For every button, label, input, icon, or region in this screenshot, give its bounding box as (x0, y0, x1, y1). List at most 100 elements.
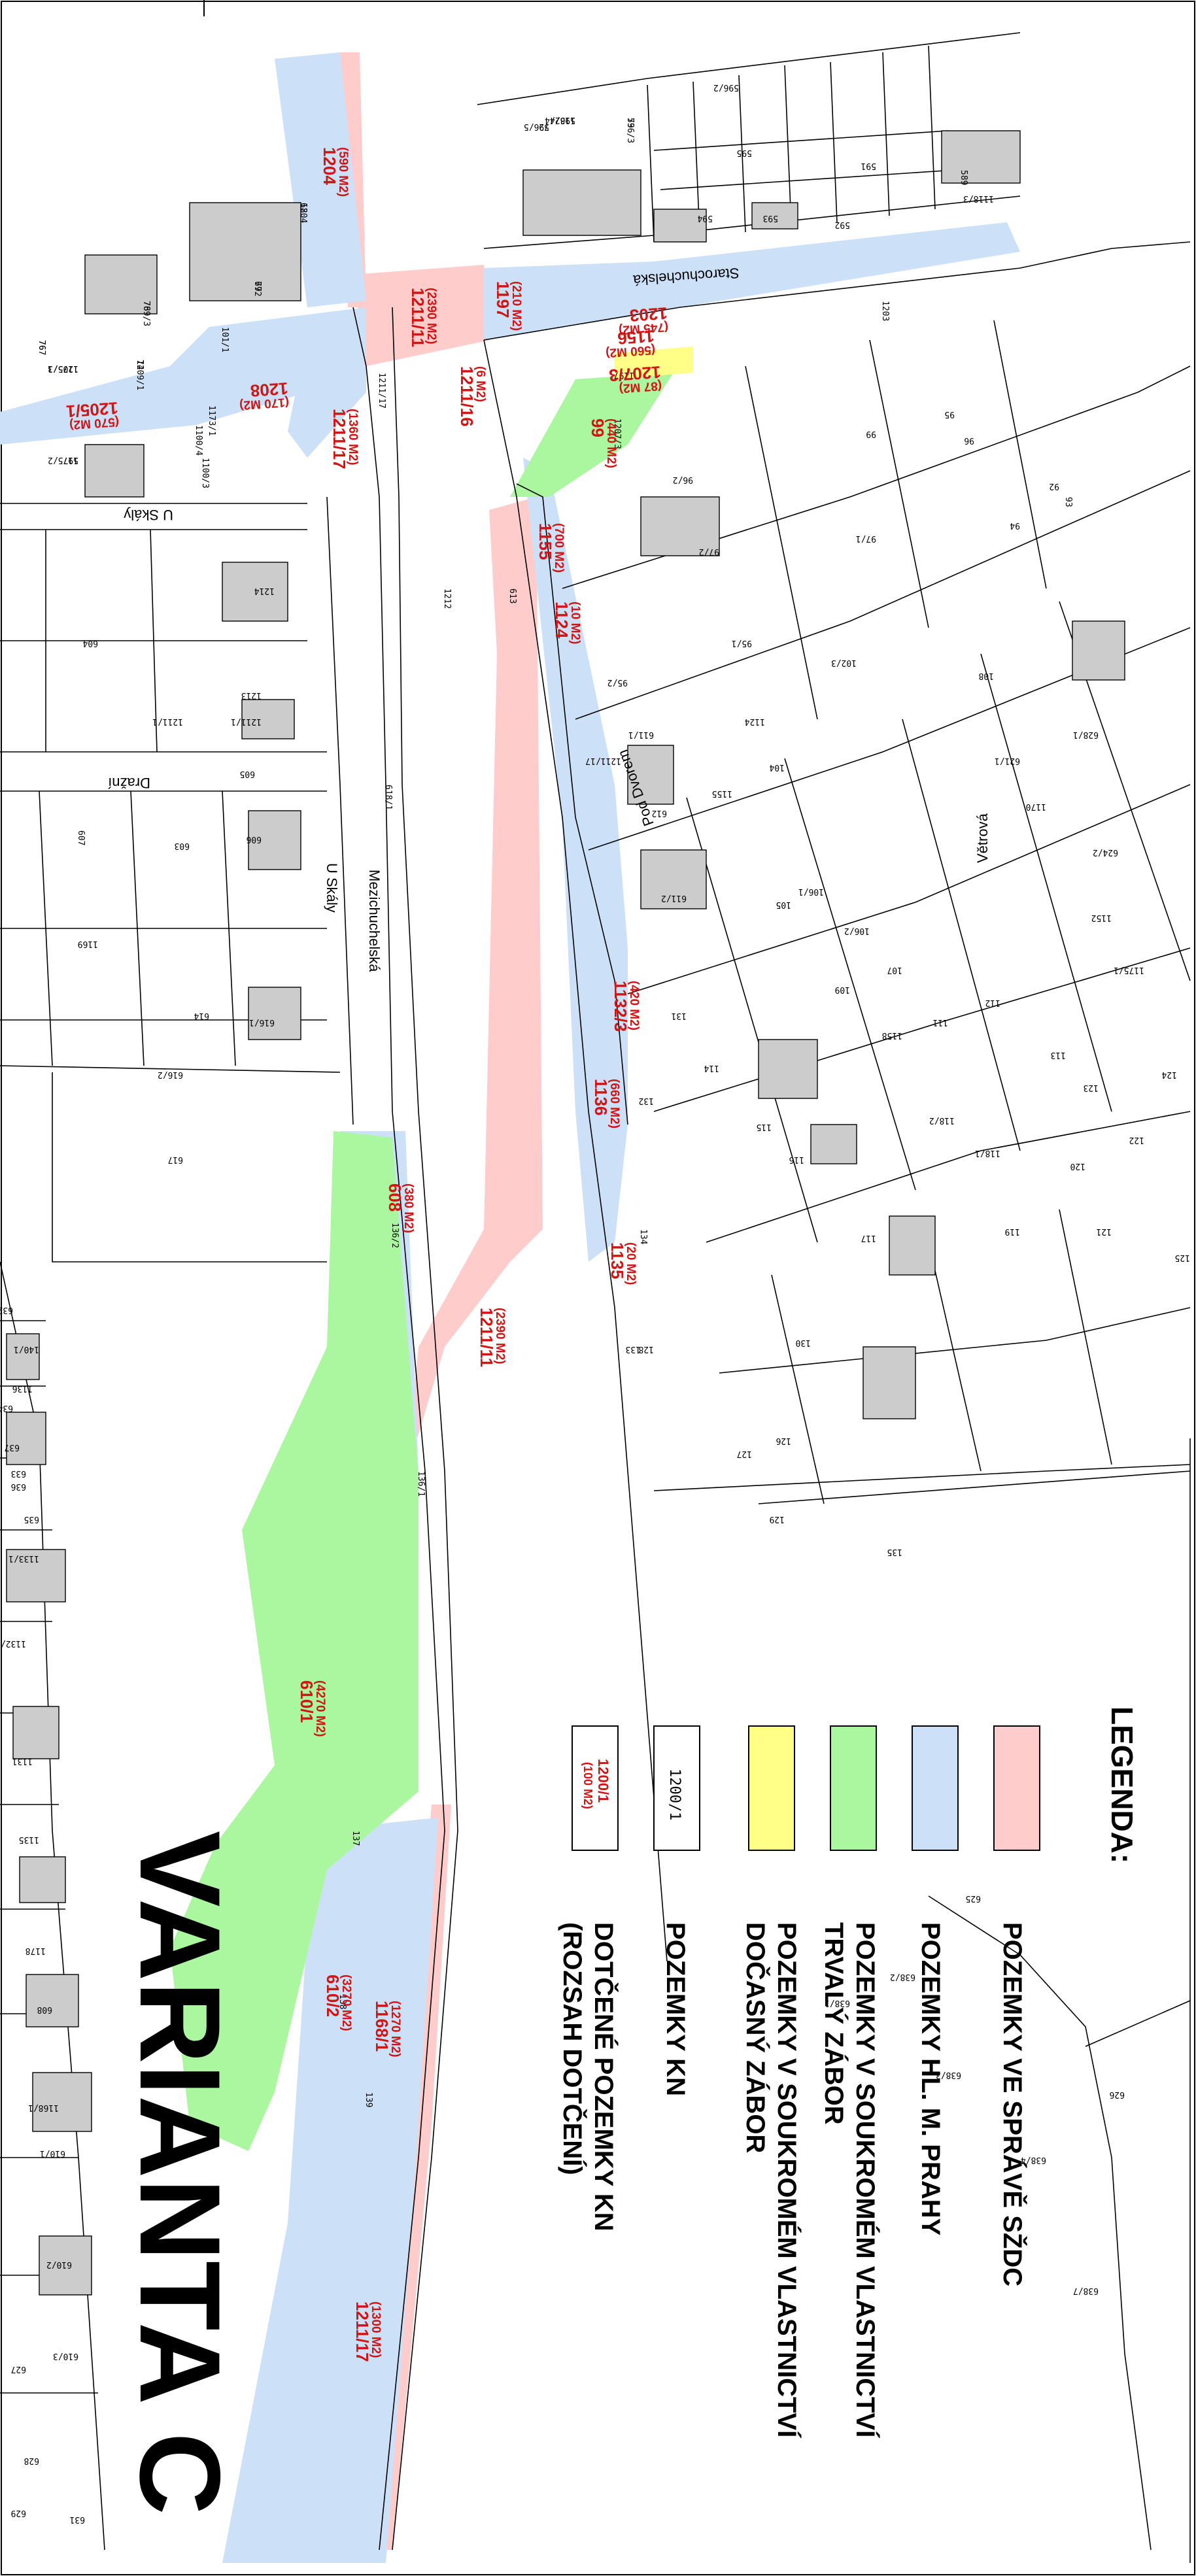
affected-parcel-p1204: 1204(590 M2) (320, 147, 350, 197)
parcel-number: 1204 (298, 203, 308, 223)
parcel-number: 1211/17 (377, 373, 386, 409)
boundary (686, 797, 818, 1243)
affected-parcel-area: (1360 M2) (346, 409, 360, 466)
zone-praha-1205-1208 (0, 307, 366, 445)
building (84, 444, 145, 498)
legend-label-kn: POZEMKY KN (661, 1922, 690, 2096)
affected-parcel-area: (2390 M2) (424, 288, 438, 345)
parcel-number: 117 (861, 1233, 876, 1243)
zone-szdc-1211-11-top (353, 265, 490, 366)
legend-swatch-kn (653, 1725, 700, 1851)
parcel-number: 116 (789, 1155, 804, 1164)
parcel-number: 595 (737, 148, 752, 158)
parcel-number: 625 (966, 1893, 981, 1903)
parcel-number: 135 (887, 1547, 902, 1557)
street-label-u-skaly-top: U Skály (124, 507, 173, 523)
parcel-number: 118/2 (929, 1115, 955, 1125)
affected-parcel-number: 610/2 (323, 1974, 343, 2017)
parcel-number: 629 (11, 2508, 26, 2518)
legend-item-docasny: POZEMKY V SOUKROMÉM VLASTNICTVÍ DOČASNÝ … (741, 1725, 802, 2438)
parcel-number: 111 (933, 1017, 948, 1027)
parcel-number: 112 (985, 998, 1000, 1008)
parcel-number: 138 (337, 1994, 347, 2009)
affected-parcel-p99: 99(440 M2) (588, 418, 618, 468)
parcel-number: 106/1 (798, 887, 824, 896)
building (627, 745, 674, 805)
building (241, 699, 295, 739)
parcel-number: 1209/1 (135, 360, 145, 390)
parcel-number: 628 (24, 2456, 39, 2466)
parcel-number: 130 (796, 1338, 811, 1347)
legend-sample-dotcene-area: (100 M2) (581, 1762, 594, 1809)
parcel-number: 596/4 (550, 115, 575, 125)
parcel-number: 124 (1161, 1070, 1177, 1079)
street-label-mezichuchelska: Mezichuchelská (366, 870, 383, 972)
affected-parcel-p608: 608(380 M2) (385, 1183, 415, 1233)
building (39, 2235, 92, 2296)
affected-parcel-number: 99 (588, 418, 607, 437)
parcel-number: 94 (1010, 520, 1020, 530)
parcel-number: 1169 (78, 939, 98, 949)
legend-item-trvaly: POZEMKY V SOUKROMÉM VLASTNICTVÍ TRVALÝ Z… (819, 1725, 880, 2438)
parcel-number: 1152 (1091, 913, 1112, 923)
boundary (660, 169, 955, 190)
parcel-number: 1212 (442, 588, 452, 609)
parcel-number: 608 (37, 2005, 52, 2014)
parcel-number: 603 (175, 841, 190, 851)
parcel-number: 1213 (241, 690, 262, 700)
parcel-number: 604 (82, 638, 98, 648)
legend-swatch-szdc (993, 1725, 1040, 1851)
parcel-number: 638/7 (1073, 2286, 1099, 2296)
variant-title: VARIANTA C (116, 1831, 243, 2515)
parcel-number: 68 (298, 203, 308, 213)
parcel-number: 616/1 (249, 1017, 275, 1027)
parcel-number: 131 (672, 1011, 687, 1021)
parcel-number: 128 (639, 1344, 654, 1354)
parcel-number: 1214 (254, 586, 275, 596)
legend-item-kn: 1200/1 POZEMKY KN (653, 1725, 700, 2096)
building (863, 1346, 916, 1419)
zone-praha-1155 (523, 458, 628, 1262)
parcel-number: 108 (979, 671, 994, 681)
boundary (483, 339, 668, 1962)
parcel-number: 125 (1175, 1253, 1190, 1263)
zone-trvaly-610-1 (170, 1131, 419, 2151)
affected-parcel-area: (10 M2) (568, 602, 582, 644)
building (751, 202, 798, 229)
boundary (719, 1307, 1191, 1374)
parcel-number: 113 (1051, 1050, 1066, 1060)
legend-label-dotcene-1: DOTČENÉ POZEMKY KN (589, 1922, 619, 2231)
parcel-number: 627 (11, 2364, 26, 2374)
boundary (758, 1470, 1191, 1504)
parcel-number: 597 (63, 455, 78, 465)
parcel-number: 1175/2 (48, 455, 78, 465)
building (6, 1412, 46, 1465)
zone-praha-610-2 (222, 1818, 438, 2563)
affected-parcel-p1135: 1135(20 M2) (607, 1242, 638, 1285)
parcel-number: 1205/1 (48, 364, 78, 373)
legend-label-docasny-1: POZEMKY V SOUKROMÉM VLASTNICTVÍ (772, 1922, 802, 2438)
parcel-number: 95 (944, 409, 955, 419)
affected-parcel-area: (6 M2) (473, 366, 487, 402)
affected-parcel-area: (87 M2) (619, 379, 662, 396)
parcel-number: 1131 (12, 1756, 33, 1766)
building (889, 1215, 936, 1276)
parcel-number: 613 (507, 588, 517, 603)
parcel-number: 621/1 (995, 756, 1020, 766)
boundary (771, 1274, 825, 1504)
building (653, 209, 707, 243)
legend-label-trvaly-2: TRVALÝ ZÁBOR (819, 1922, 849, 2125)
parcel-number: 115 (757, 1122, 772, 1132)
building (84, 254, 158, 314)
affected-parcel-p1211-11b: 1211/11(2390 M2) (477, 1308, 507, 1367)
affected-parcel-p1207-3: 1207/3(87 M2) (608, 362, 662, 396)
legend-title: LEGENDA: (1105, 1706, 1139, 1863)
parcel-number: 133 (626, 1344, 641, 1354)
affected-parcel-number: 1197 (493, 281, 513, 318)
boundary (352, 307, 445, 2551)
affected-parcel-p1211-17b: 1211/17(1300 M2) (352, 2301, 383, 2362)
legend-swatch-docasny (748, 1725, 795, 1851)
boundary (928, 45, 936, 210)
